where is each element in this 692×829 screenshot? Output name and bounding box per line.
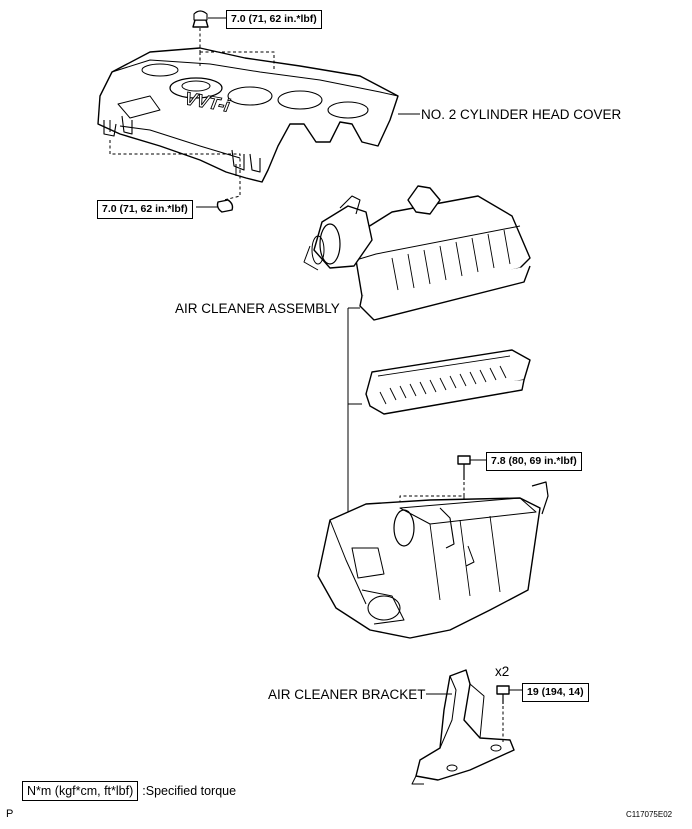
air-cleaner-bracket <box>411 669 515 785</box>
torque-cover-side: 7.0 (71, 62 in.*lbf) <box>97 200 193 219</box>
bracket-quantity: x2 <box>495 664 510 679</box>
label-cylinder-head-cover: NO. 2 CYLINDER HEAD COVER <box>421 107 622 122</box>
figure-code: C117075E02 <box>626 810 673 819</box>
legend-text: :Specified torque <box>142 784 237 798</box>
cylinder-head-cover <box>97 47 399 183</box>
air-cleaner-case <box>317 481 549 639</box>
legend-unit-box: N*m (kgf*cm, ft*lbf) <box>22 781 139 801</box>
case-bolt-icon <box>457 455 471 465</box>
cover-top-nut-icon <box>192 19 209 28</box>
label-air-cleaner-assembly: AIR CLEANER ASSEMBLY <box>175 301 340 316</box>
footer-left: P <box>6 808 14 820</box>
torque-legend: N*m (kgf*cm, ft*lbf) :Specified torque <box>22 781 236 801</box>
bracket-bolt-icon <box>496 685 510 695</box>
label-air-cleaner-bracket: AIR CLEANER BRACKET <box>268 687 426 702</box>
torque-bracket-bolt: 19 (194, 14) <box>522 683 589 702</box>
air-cleaner-cap <box>303 185 531 321</box>
air-filter-element <box>365 349 531 415</box>
torque-case-bolt: 7.8 (80, 69 in.*lbf) <box>486 452 582 471</box>
cover-side-nut-icon <box>216 199 234 213</box>
torque-cover-top: 7.0 (71, 62 in.*lbf) <box>226 10 322 29</box>
